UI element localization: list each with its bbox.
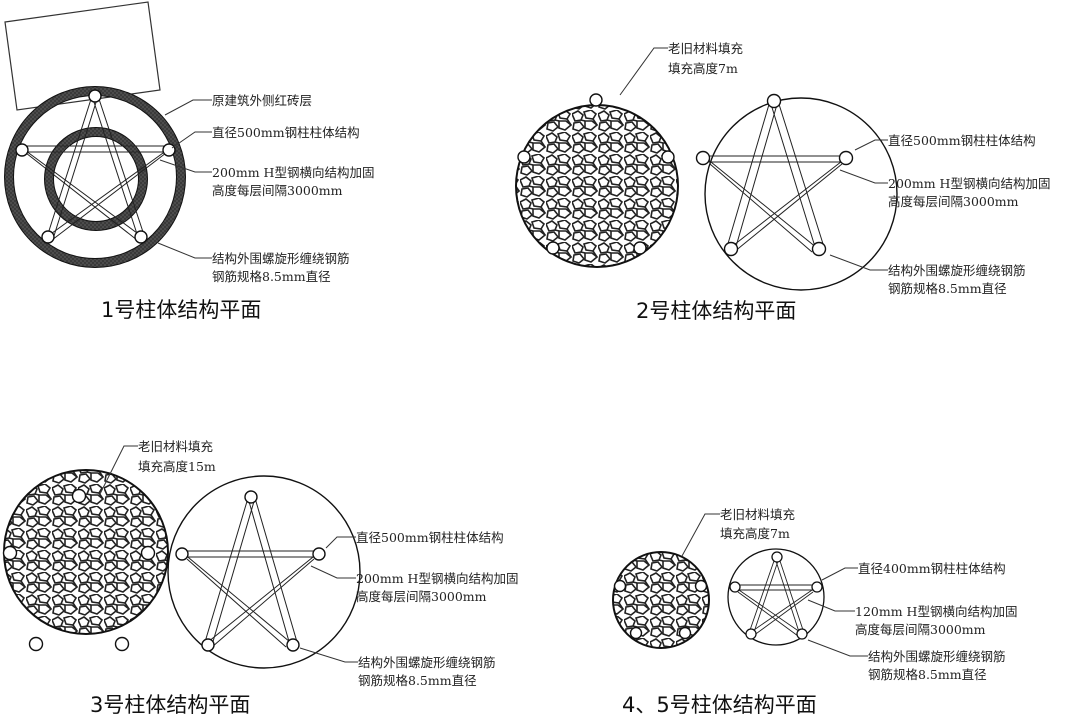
label-rebar-spec: 钢筋规格8.5mm直径: [868, 667, 987, 682]
panel-2-title: 2号柱体结构平面: [636, 299, 797, 323]
label-h-beam: 200mm H型钢横向结构加固: [212, 165, 375, 180]
label-spiral-rebar: 结构外围螺旋形缠绕钢筋: [888, 263, 1026, 278]
label-fill-height: 填充高度15m: [138, 459, 216, 474]
label-h-beam: 120mm H型钢横向结构加固: [855, 604, 1018, 619]
label-beam-spacing: 高度每层间隔3000mm: [212, 183, 343, 198]
star-beams: [703, 100, 847, 253]
label-steel-column: 直径500mm钢柱柱体结构: [212, 125, 360, 140]
label-fill-height: 填充高度7m: [668, 61, 738, 76]
panel-3-drawing: [2, 445, 361, 669]
star-beams: [21, 95, 171, 241]
label-fill-material: 老旧材料填充: [720, 507, 796, 522]
panel-4-5-title: 4、5号柱体结构平面: [622, 693, 817, 717]
label-rebar-spec: 钢筋规格8.5mm直径: [358, 673, 477, 688]
panel-1-title: 1号柱体结构平面: [101, 298, 262, 322]
label-steel-column: 直径400mm钢柱柱体结构: [858, 561, 1006, 576]
label-beam-spacing: 高度每层间隔3000mm: [356, 589, 487, 604]
panel-4-5-drawing: [612, 513, 868, 657]
label-spiral-rebar: 结构外围螺旋形缠绕钢筋: [358, 655, 496, 670]
steel-column-nodes: [15, 89, 176, 244]
label-h-beam: 200mm H型钢横向结构加固: [356, 571, 519, 586]
label-brick-layer: 原建筑外侧红砖层: [212, 93, 313, 108]
star-beams: [181, 497, 320, 648]
column-outline-circle: [727, 548, 825, 646]
label-beam-spacing: 高度每层间隔3000mm: [888, 194, 1019, 209]
label-h-beam: 200mm H型钢横向结构加固: [888, 176, 1051, 191]
label-rebar-spec: 钢筋规格8.5mm直径: [212, 269, 331, 284]
label-steel-column: 直径500mm钢柱柱体结构: [888, 133, 1036, 148]
rubble-fill-circle: [515, 104, 679, 268]
column-outline-circle: [167, 475, 361, 669]
leader-lines: [157, 99, 212, 259]
label-beam-spacing: 高度每层间隔3000mm: [855, 622, 986, 637]
label-rebar-spec: 钢筋规格8.5mm直径: [888, 281, 1007, 296]
label-fill-height: 填充高度7m: [720, 526, 790, 541]
label-fill-material: 老旧材料填充: [138, 439, 214, 454]
rubble-fill-circle: [612, 551, 710, 649]
existing-building-outline: [4, 1, 161, 111]
outer-brick-ring: [4, 86, 186, 268]
label-spiral-rebar: 结构外围螺旋形缠绕钢筋: [212, 251, 350, 266]
label-steel-column: 直径500mm钢柱柱体结构: [356, 530, 504, 545]
panel-2-drawing: [515, 47, 898, 291]
star-beams: [734, 557, 817, 637]
label-spiral-rebar: 结构外围螺旋形缠绕钢筋: [868, 649, 1006, 664]
column-outline-circle: [704, 97, 898, 291]
panel-1-drawing: [4, 1, 212, 268]
inner-brick-ring: [44, 127, 148, 231]
panel-3-title: 3号柱体结构平面: [90, 693, 251, 717]
label-fill-material: 老旧材料填充: [668, 41, 744, 56]
